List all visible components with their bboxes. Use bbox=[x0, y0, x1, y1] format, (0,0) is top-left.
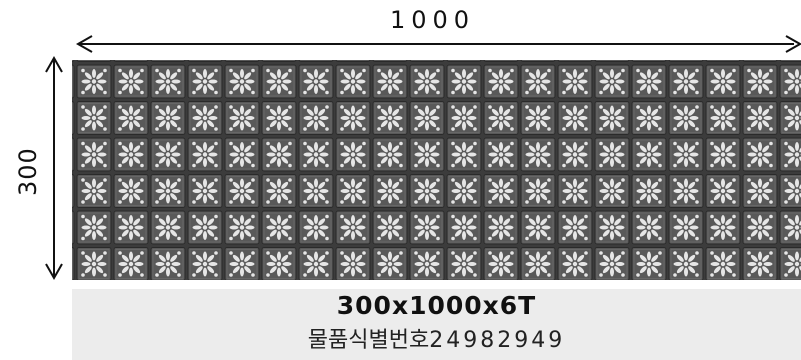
height-arrowhead-top bbox=[45, 55, 63, 73]
perforation-pattern bbox=[72, 60, 801, 280]
width-dimension-label: 1000 bbox=[390, 6, 476, 34]
product-identification: 물품식별번호24982949 bbox=[72, 322, 801, 354]
product-size-spec: 300x1000x6T bbox=[336, 291, 537, 320]
height-dimension-label: 300 bbox=[14, 147, 42, 196]
product-id-number: 24982949 bbox=[429, 328, 566, 353]
width-arrowhead-right bbox=[785, 35, 801, 53]
product-info-box: 300x1000x6T 물품식별번호24982949 bbox=[72, 289, 801, 360]
height-arrowhead-bottom bbox=[45, 263, 63, 281]
product-id-label: 물품식별번호 bbox=[307, 328, 430, 353]
perforated-panel-image bbox=[72, 60, 801, 280]
width-arrowhead-left bbox=[75, 35, 93, 53]
